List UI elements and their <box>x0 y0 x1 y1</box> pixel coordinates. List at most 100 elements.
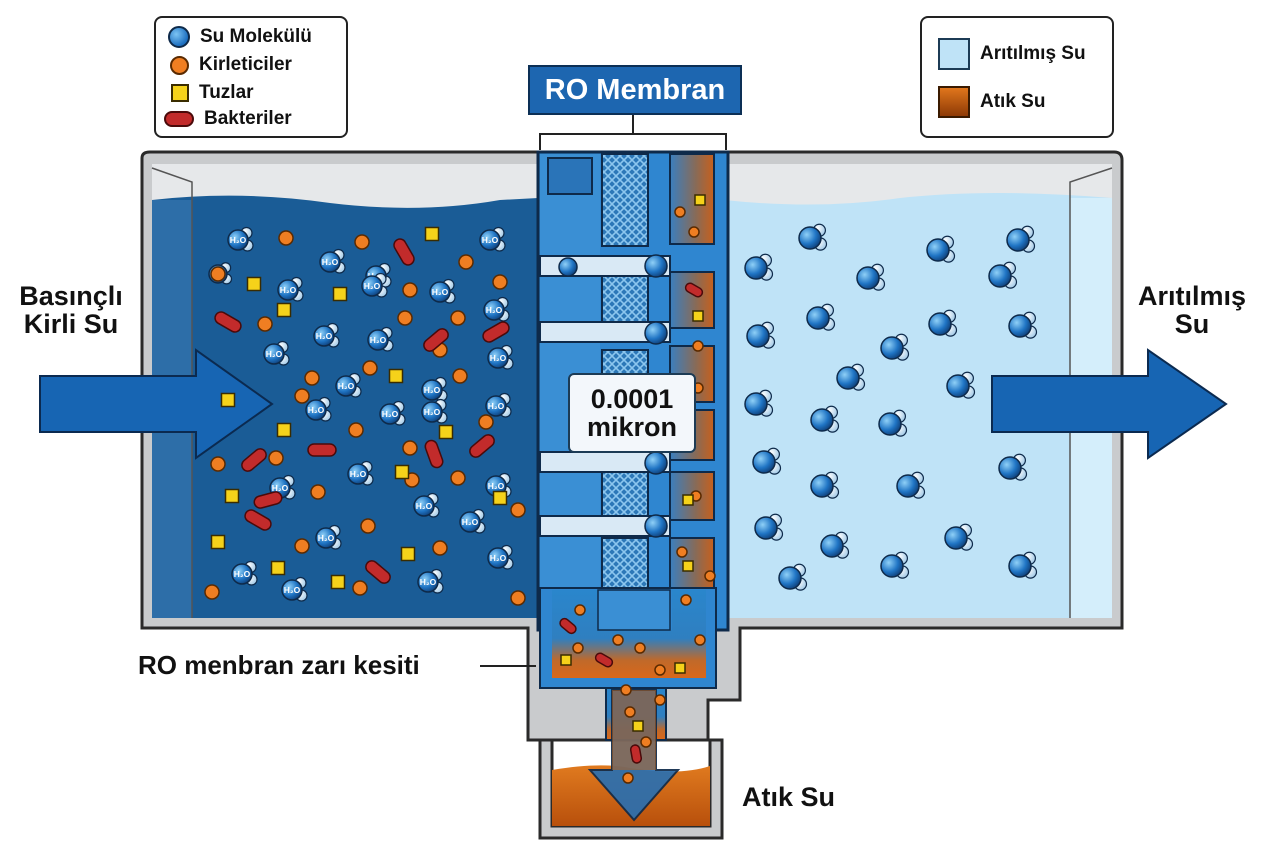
water-molecule <box>810 405 840 433</box>
water-molecule: H₂O <box>459 508 486 534</box>
molecule-formula: H₂O <box>490 553 507 563</box>
bacteria-particle <box>594 652 614 668</box>
molecule-formula: H₂O <box>318 533 335 543</box>
salt-particle <box>394 464 410 480</box>
contaminant-particle <box>622 772 634 784</box>
bacteria-particle <box>629 744 643 764</box>
salt-particle <box>560 654 572 666</box>
molecule-formula: H₂O <box>424 385 441 395</box>
water-molecule: H₂O <box>429 278 456 304</box>
legend-item-salts: Tuzlar <box>171 82 254 104</box>
molecule-formula: H₂O <box>364 281 381 291</box>
water-molecule-icon <box>168 26 190 48</box>
legend-item-contaminants: Kirleticiler <box>170 54 292 76</box>
molecule-formula: H₂O <box>488 401 505 411</box>
salt-particle <box>210 534 226 550</box>
contaminant-particle <box>510 590 526 606</box>
molecule-formula: H₂O <box>350 469 367 479</box>
membrane-pore-molecules <box>558 254 668 538</box>
legend-water-types: Arıtılmış Su Atık Su <box>920 16 1114 138</box>
contaminant-particle <box>450 470 466 486</box>
contaminant-particle <box>294 538 310 554</box>
water-molecule <box>754 513 784 541</box>
molecule-formula: H₂O <box>420 577 437 587</box>
water-molecule <box>752 447 782 475</box>
contaminant-particle <box>210 266 226 282</box>
contaminant-particle <box>402 282 418 298</box>
legend-item-bacteria: Bakteriler <box>164 108 292 130</box>
bacteria-particle <box>424 439 444 469</box>
salt-particle <box>400 546 416 562</box>
contaminant-particle <box>704 570 716 582</box>
water-molecule <box>1008 551 1038 579</box>
water-molecule <box>988 261 1018 289</box>
salt-particle <box>332 286 348 302</box>
contaminant-particle <box>204 584 220 600</box>
salt-particle <box>276 422 292 438</box>
water-molecule <box>880 551 910 579</box>
salt-particle <box>674 662 686 674</box>
contaminant-particle <box>688 226 700 238</box>
purified-water-swatch <box>938 38 970 70</box>
salt-icon <box>171 84 189 102</box>
bacteria-particle <box>393 238 415 266</box>
water-molecule: H₂O <box>227 226 254 252</box>
water-molecule: H₂O <box>313 322 340 348</box>
membrane-title: RO Membran <box>528 65 742 115</box>
legend-item-water: Su Molekülü <box>168 26 312 48</box>
dirty-water-particles: H₂O H₂O H₂O H₂O H₂O H₂O H₂O H₂O H₂O H₂O H₂O H₂O H₂O H… <box>204 226 526 606</box>
contaminant-particle <box>624 706 636 718</box>
legend-item-purified: Arıtılmış Su <box>938 38 1086 70</box>
water-molecule: H₂O <box>277 276 304 302</box>
salt-particle <box>492 490 508 506</box>
contaminant-particle <box>634 642 646 654</box>
bacteria-icon <box>164 111 194 127</box>
water-molecule <box>810 471 840 499</box>
water-molecule <box>820 531 850 559</box>
salt-particle <box>682 560 694 572</box>
salt-particle <box>246 276 262 292</box>
water-molecule: H₂O <box>315 524 342 550</box>
water-molecule <box>746 321 776 349</box>
bacteria-particle <box>241 448 267 472</box>
water-molecule <box>798 223 828 251</box>
water-molecule <box>1008 311 1038 339</box>
salt-particle <box>438 424 454 440</box>
pore-size-unit: mikron <box>586 412 678 442</box>
salt-particle <box>424 226 440 242</box>
contaminant-particle <box>572 642 584 654</box>
salt-particle <box>388 368 404 384</box>
salt-particle <box>632 720 644 732</box>
water-molecule: H₂O <box>231 560 258 586</box>
water-molecule: H₂O <box>347 460 374 486</box>
membrane-bracket <box>539 110 727 150</box>
molecule-formula: H₂O <box>266 349 283 359</box>
molecule-formula: H₂O <box>284 585 301 595</box>
water-molecule: H₂O <box>379 400 406 426</box>
contaminant-particle <box>654 694 666 706</box>
water-molecule <box>896 471 926 499</box>
molecule-formula: H₂O <box>338 381 355 391</box>
molecule-formula: H₂O <box>482 235 499 245</box>
salt-particle <box>330 574 346 590</box>
water-molecule <box>744 253 774 281</box>
inlet-label: Basınçlı Kirli Su <box>6 282 136 339</box>
water-molecule: H₂O <box>319 248 346 274</box>
outlet-label-line1: Arıtılmış <box>1137 281 1247 311</box>
water-molecule <box>946 371 976 399</box>
water-molecule: H₂O <box>417 568 444 594</box>
contaminant-particle <box>674 206 686 218</box>
water-molecule <box>998 453 1028 481</box>
contaminant-particle <box>450 310 466 326</box>
water-molecule <box>856 263 886 291</box>
water-molecule <box>744 389 774 417</box>
outlet-label-line2: Su <box>1174 309 1210 340</box>
water-molecule: H₂O <box>263 340 290 366</box>
contaminant-particle <box>640 736 652 748</box>
molecule-formula: H₂O <box>462 517 479 527</box>
waste-label: Atık Su <box>742 782 836 812</box>
cross-section-label: RO menbran zarı kesiti <box>138 650 420 680</box>
contaminant-particle <box>257 316 273 332</box>
legend-item-waste: Atık Su <box>938 86 1045 118</box>
contaminant-particle <box>692 340 704 352</box>
